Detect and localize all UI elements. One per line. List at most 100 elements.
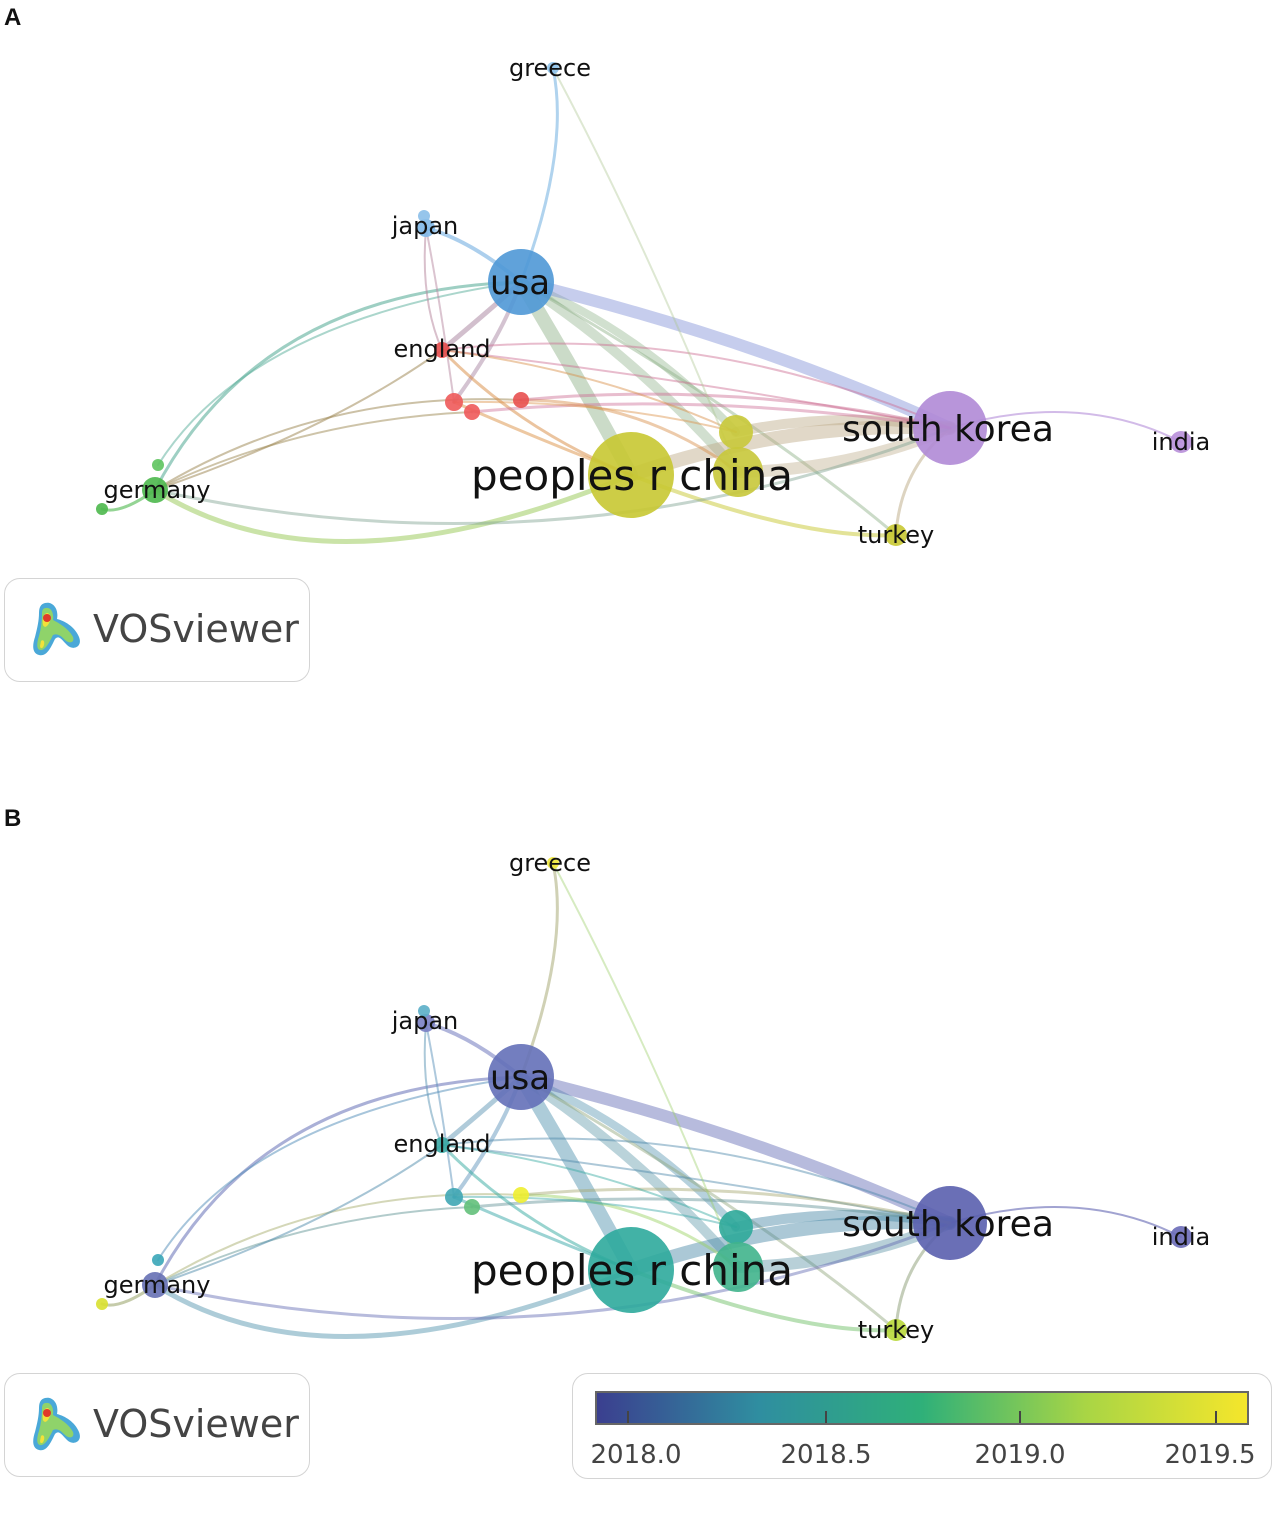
node-china2[interactable]	[719, 415, 753, 449]
node-brazil2[interactable]	[464, 1199, 480, 1215]
node-germany2[interactable]	[152, 1254, 164, 1266]
node-peoples-r-china[interactable]	[588, 432, 674, 518]
node-japan[interactable]	[417, 1014, 435, 1032]
link-germany-peoples_r_china	[152, 472, 634, 544]
scale-label: 2018.0	[590, 1440, 682, 1470]
node-brazil3[interactable]	[513, 1187, 529, 1203]
link-usa-germany	[153, 280, 523, 492]
link-south_korea-england	[441, 342, 951, 429]
link-japan-brazil	[425, 227, 455, 403]
node-label-germany[interactable]: germany	[104, 476, 211, 504]
node-japan[interactable]	[417, 219, 435, 237]
node-japan2[interactable]	[418, 1005, 430, 1017]
link-germany-england	[154, 349, 443, 491]
node-label-india[interactable]: india	[1152, 1223, 1211, 1251]
scale-tick	[627, 1411, 629, 1423]
link-peoples_r_china-turkey	[629, 473, 898, 538]
link-germany-brazil2	[154, 411, 473, 491]
link-brazil3-china3	[519, 1193, 740, 1269]
link-brazil2-south_korea	[470, 402, 952, 430]
link-england-south_korea	[441, 1144, 951, 1224]
node-japan2[interactable]	[418, 210, 430, 222]
node-brazil[interactable]	[445, 1188, 463, 1206]
link-germany-brazil2	[154, 1206, 473, 1286]
label-layer: greece japan usa england south korea india peo…	[104, 849, 1211, 1344]
node-germany3[interactable]	[96, 503, 108, 515]
node-label-germany[interactable]: germany	[104, 1271, 211, 1299]
link-usa-china3	[516, 1072, 743, 1272]
node-greece[interactable]	[547, 62, 559, 74]
node-label-england[interactable]: england	[393, 335, 490, 363]
color-scale-bar	[595, 1391, 1249, 1425]
node-germany2[interactable]	[152, 459, 164, 471]
link-germany-england	[154, 1144, 443, 1286]
node-south-korea[interactable]	[913, 391, 987, 465]
scale-label: 2019.0	[974, 1440, 1066, 1470]
node-label-turkey[interactable]: turkey	[858, 521, 935, 549]
link-usa-china3	[516, 277, 743, 477]
node-turkey[interactable]	[885, 524, 907, 546]
node-brazil3[interactable]	[513, 392, 529, 408]
scale-label: 2018.5	[780, 1440, 872, 1470]
node-china3[interactable]	[713, 1242, 763, 1292]
node-brazil2[interactable]	[464, 404, 480, 420]
node-england[interactable]	[434, 1137, 450, 1153]
node-india[interactable]	[1170, 1226, 1192, 1248]
node-china3[interactable]	[713, 447, 763, 497]
network-map-b[interactable]: greece japan usa england south korea india peo…	[0, 795, 1274, 1515]
link-usa-germany	[153, 1075, 523, 1287]
node-label-south-korea[interactable]: south korea	[842, 409, 1054, 450]
link-germany-south_korea	[153, 426, 952, 525]
node-label-peoples-r-china[interactable]: peoples r china	[471, 1246, 793, 1295]
node-label-greece[interactable]: greece	[509, 849, 591, 877]
node-south-korea[interactable]	[913, 1186, 987, 1260]
panel-letter-b: B	[4, 805, 22, 832]
node-china2[interactable]	[719, 1210, 753, 1244]
link-brazil-china2	[453, 1195, 737, 1228]
color-scale-legend: 2018.0 2018.5 2019.0 2019.5	[572, 1373, 1272, 1479]
panel-letter-a: A	[4, 4, 22, 31]
node-england[interactable]	[434, 342, 450, 358]
link-usa-south_korea	[515, 276, 956, 434]
node-label-usa[interactable]: usa	[490, 263, 550, 303]
node-usa[interactable]	[488, 249, 554, 315]
node-germany[interactable]	[142, 1272, 168, 1298]
link-japan-brazil	[425, 1022, 455, 1198]
link-greece-china3	[552, 67, 739, 473]
vosviewer-logo-icon	[33, 1397, 80, 1451]
label-layer: greece japan usa england south korea india peo…	[104, 54, 1211, 549]
node-greece[interactable]	[547, 857, 559, 869]
link-japan-england	[423, 1022, 443, 1146]
node-label-india[interactable]: india	[1152, 428, 1211, 456]
node-label-greece[interactable]: greece	[509, 54, 591, 82]
node-label-south-korea[interactable]: south korea	[842, 1204, 1054, 1245]
link-peoples_r_china-south_korea	[624, 1215, 957, 1277]
link-brazil-china2	[453, 400, 737, 433]
node-label-peoples-r-china[interactable]: peoples r china	[471, 451, 793, 500]
node-germany[interactable]	[142, 477, 168, 503]
link-germany2-usa	[157, 281, 522, 466]
link-england-china2	[441, 349, 737, 433]
network-map-a[interactable]: greece japan usa england south korea india peo…	[0, 0, 1274, 720]
link-germany-south_korea	[153, 1221, 952, 1320]
node-usa[interactable]	[488, 1044, 554, 1110]
link-usa-greece	[519, 66, 559, 284]
node-label-japan[interactable]: japan	[391, 212, 459, 240]
link-south_korea-england	[441, 1137, 951, 1224]
node-turkey[interactable]	[885, 1319, 907, 1341]
link-usa-greece	[519, 861, 559, 1079]
node-label-usa[interactable]: usa	[490, 1058, 550, 1098]
node-brazil[interactable]	[445, 393, 463, 411]
node-peoples-r-china[interactable]	[588, 1227, 674, 1313]
vosviewer-brand-label: VOSviewer	[93, 607, 299, 651]
node-label-japan[interactable]: japan	[391, 1007, 459, 1035]
link-brazil3-china3	[519, 398, 740, 474]
link-brazil2-south_korea	[470, 1197, 952, 1225]
link-brazil3-south_korea	[519, 1187, 952, 1225]
node-label-turkey[interactable]: turkey	[858, 1316, 935, 1344]
node-germany3[interactable]	[96, 1298, 108, 1310]
node-india[interactable]	[1170, 431, 1192, 453]
scale-tick	[1215, 1411, 1217, 1423]
scale-tick	[1019, 1411, 1021, 1423]
node-label-england[interactable]: england	[393, 1130, 490, 1158]
